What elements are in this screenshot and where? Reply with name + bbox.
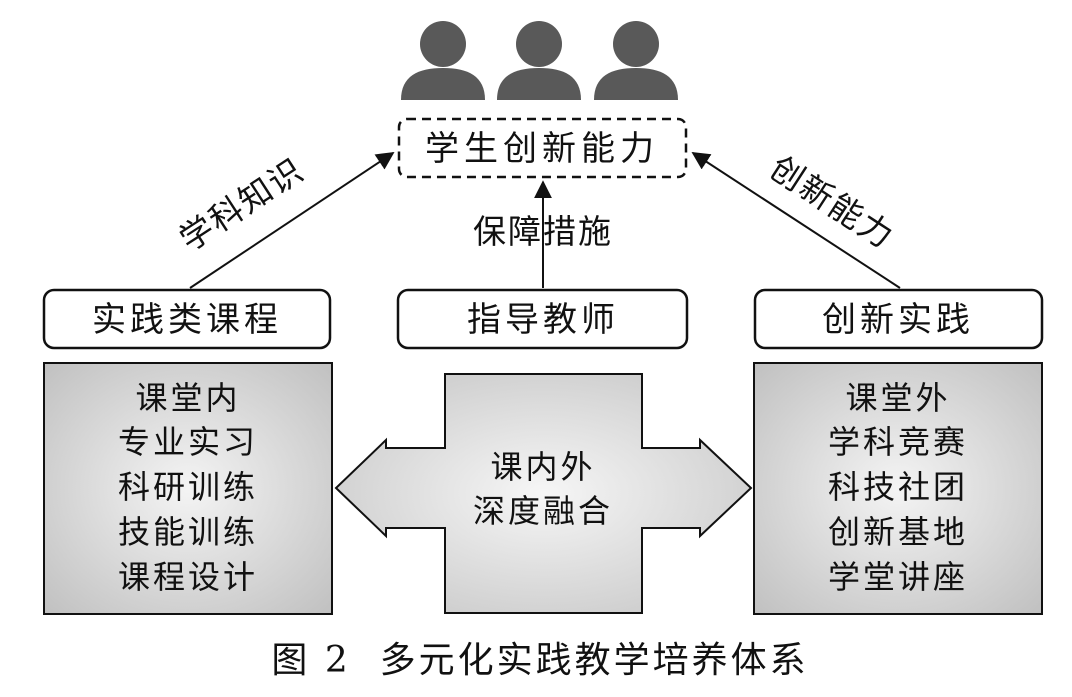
goal-box bbox=[397, 117, 688, 179]
node-label-middle: 指导教师 bbox=[467, 300, 619, 340]
person-icon bbox=[497, 21, 581, 100]
middle-edge-label: 保障措施 bbox=[473, 212, 613, 251]
students-icon-group bbox=[401, 21, 678, 100]
left-panel-line: 科研训练 bbox=[118, 468, 258, 506]
right-edge-label: 创新能力 bbox=[763, 148, 902, 257]
node-label-right: 创新实践 bbox=[822, 300, 974, 340]
person-icon bbox=[401, 21, 485, 100]
left-panel-line: 技能训练 bbox=[118, 513, 258, 551]
left-edge-label: 学科知识 bbox=[172, 150, 311, 259]
left-panel-line: 课程设计 bbox=[118, 558, 258, 596]
left-panel-text: 课堂内 专业实习 科研训练 技能训练 课程设计 bbox=[118, 379, 258, 596]
node-box-left bbox=[42, 288, 332, 350]
right-panel bbox=[753, 362, 1043, 615]
left-panel-line: 课堂内 bbox=[135, 379, 240, 417]
center-arrow-line: 深度融合 bbox=[473, 492, 613, 530]
right-panel-line: 学堂讲座 bbox=[828, 558, 968, 596]
figure-caption: 图 2 多元化实践教学培养体系 bbox=[271, 640, 808, 681]
right-panel-line: 学科竞赛 bbox=[828, 423, 968, 461]
node-box-right bbox=[753, 288, 1044, 350]
right-panel-line: 科技社团 bbox=[828, 468, 968, 506]
node-box-middle bbox=[396, 288, 689, 350]
goal-label: 学生创新能力 bbox=[425, 129, 659, 169]
left-panel bbox=[43, 362, 333, 615]
right-panel-line: 课堂外 bbox=[845, 379, 950, 417]
left-edge-arrow bbox=[189, 152, 395, 289]
right-panel-line: 创新基地 bbox=[828, 513, 968, 551]
right-edge-arrow bbox=[691, 152, 901, 289]
center-double-arrow bbox=[334, 373, 753, 614]
center-arrow-line: 课内外 bbox=[490, 448, 595, 486]
right-panel-text: 课堂外 学科竞赛 科技社团 创新基地 学堂讲座 bbox=[828, 379, 968, 596]
node-label-left: 实践类课程 bbox=[92, 300, 282, 340]
person-icon bbox=[594, 21, 678, 100]
left-panel-line: 专业实习 bbox=[118, 423, 258, 461]
